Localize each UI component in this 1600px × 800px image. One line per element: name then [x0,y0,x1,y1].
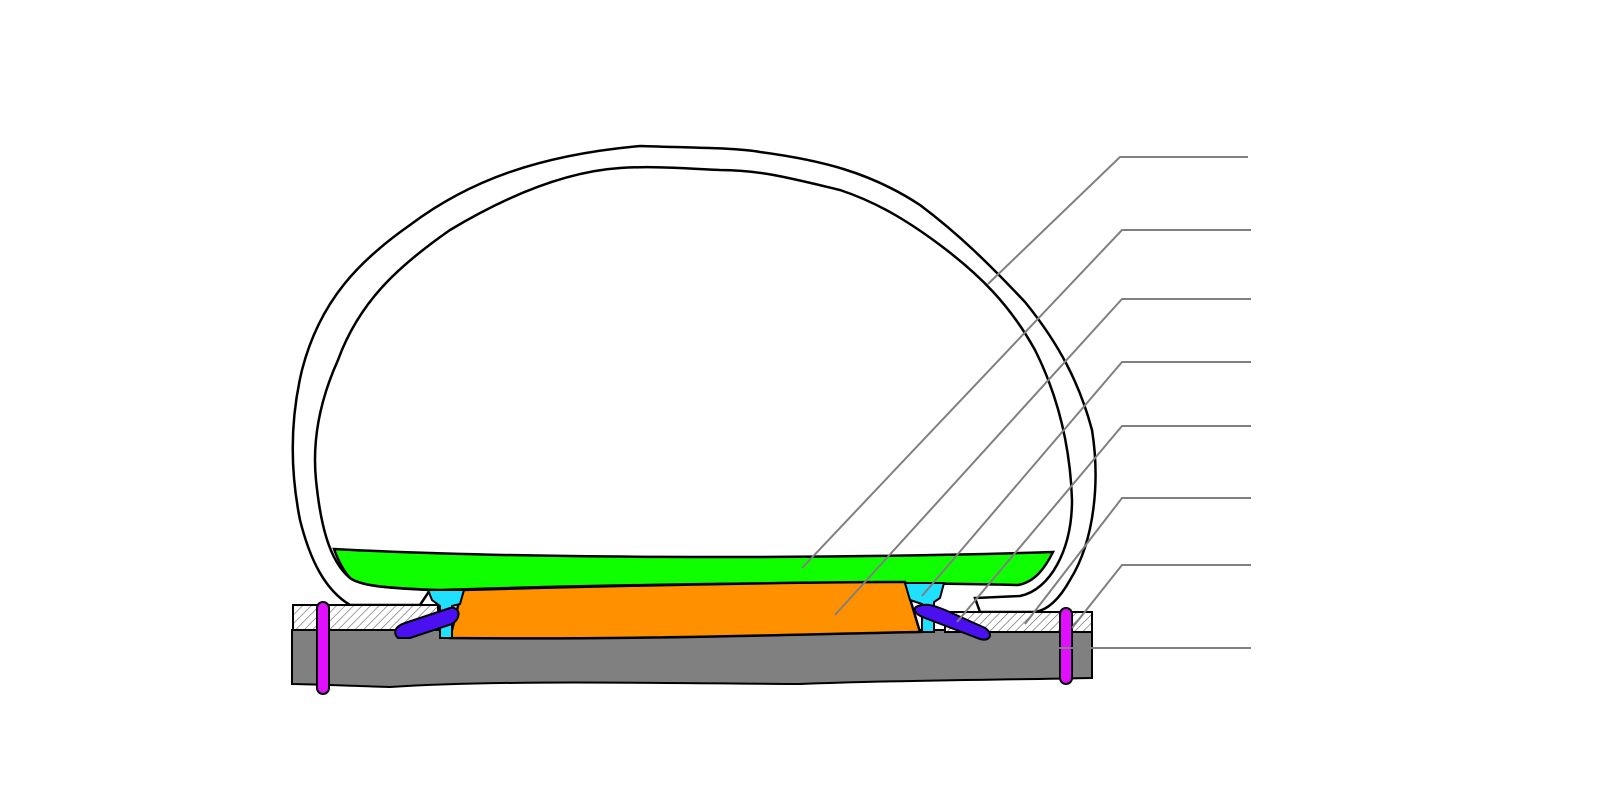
base-plate [291,629,1093,689]
leader-line-1 [987,156,1248,285]
orange-core [448,580,922,640]
leader-line-2 [801,229,1251,569]
purple-bar-right [913,603,991,641]
magenta-pin-left [316,601,330,695]
leader-line-3 [834,298,1251,616]
green-layer [332,547,1056,592]
purple-bar-left [394,606,460,639]
outer-shell [291,144,1097,614]
leader-line-5 [956,425,1251,623]
leader-line-7 [1071,564,1251,629]
leader-line-4 [921,361,1251,597]
magenta-pin-right [1059,607,1073,685]
leader-line-6 [1024,497,1251,625]
